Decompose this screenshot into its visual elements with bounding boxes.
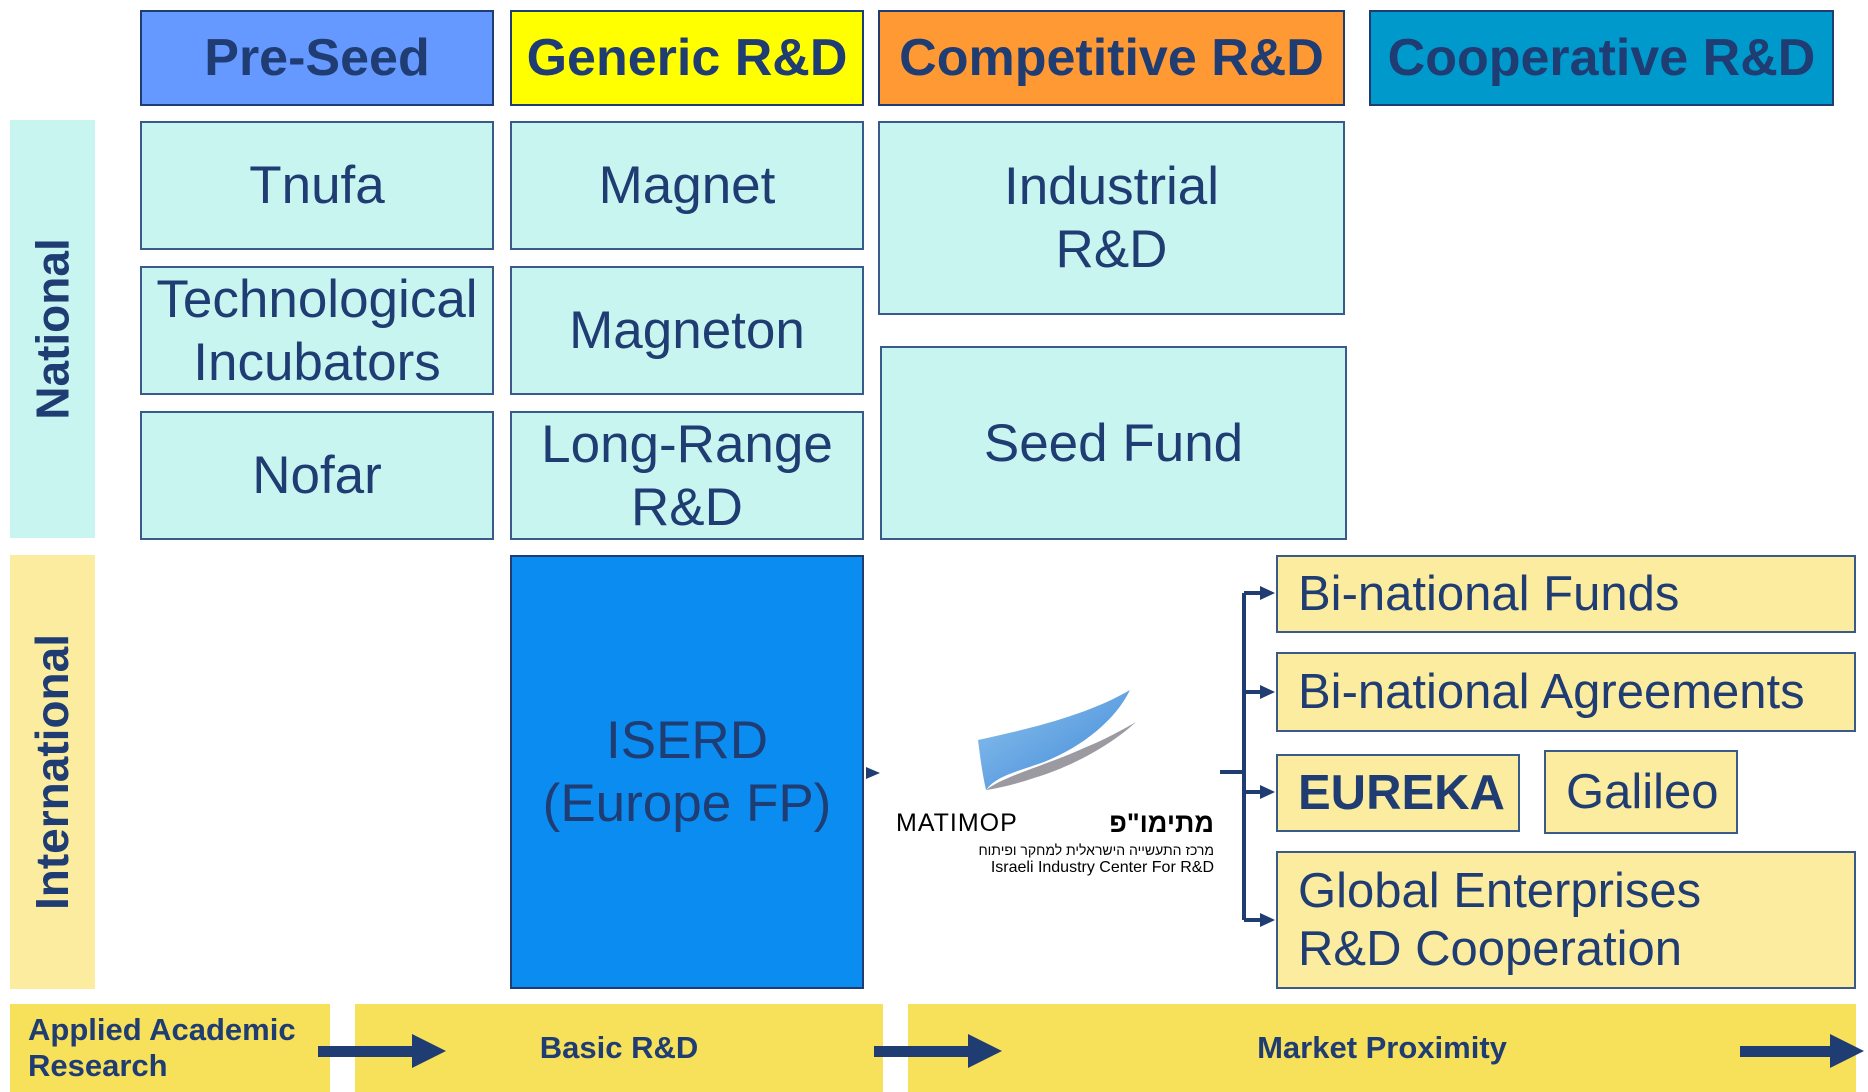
- program-nofar: Nofar: [140, 411, 494, 540]
- program-industrial-rd: Industrial R&D: [878, 121, 1345, 315]
- matimop-english-subtitle: Israeli Industry Center For R&D: [990, 859, 1214, 876]
- matimop-hebrew-text: מתימו"פ: [1109, 808, 1214, 838]
- program-binational-agreements: Bi-national Agreements: [1276, 652, 1856, 732]
- header-competitive-rd: Competitive R&D: [878, 10, 1345, 106]
- header-competitive-label: Competitive R&D: [899, 29, 1324, 87]
- header-generic-label: Generic R&D: [526, 29, 848, 87]
- national-label: National: [26, 238, 79, 420]
- matimop-logo: MATIMOP מתימו"פ מרכז התעשייה הישראלית למ…: [884, 684, 1218, 880]
- program-incubators-label: Technological Incubators: [156, 269, 478, 392]
- band-applied-research: Applied Academic Research: [10, 1004, 330, 1092]
- program-iserd: ISERD (Europe FP): [510, 555, 864, 989]
- program-magnet: Magnet: [510, 121, 864, 250]
- header-pre-seed-label: Pre-Seed: [204, 29, 430, 87]
- program-eureka: EUREKA: [1276, 754, 1520, 832]
- program-magneton: Magneton: [510, 266, 864, 395]
- program-iserd-label: ISERD (Europe FP): [542, 711, 832, 833]
- program-nofar-label: Nofar: [252, 446, 382, 505]
- band-market-proximity: Market Proximity: [908, 1004, 1856, 1092]
- applied-research-label: Applied Academic Research: [28, 1012, 296, 1083]
- national-band: National: [10, 120, 95, 538]
- international-band: International: [10, 555, 95, 989]
- program-technological-incubators: Technological Incubators: [140, 266, 494, 395]
- basic-rd-label: Basic R&D: [539, 1030, 699, 1065]
- matimop-hebrew-subtitle: מרכז התעשייה הישראלית למחקר ופיתוח: [978, 842, 1214, 858]
- program-magnet-label: Magnet: [598, 156, 776, 215]
- program-tnufa-label: Tnufa: [249, 156, 385, 215]
- program-binational-funds: Bi-national Funds: [1276, 555, 1856, 633]
- arrowhead-global: [1260, 913, 1275, 927]
- binational-funds-label: Bi-national Funds: [1298, 567, 1680, 621]
- galileo-label: Galileo: [1566, 765, 1719, 819]
- band-basic-rd: Basic R&D: [355, 1004, 883, 1092]
- arrowhead-binational-funds: [1260, 586, 1275, 600]
- program-tnufa: Tnufa: [140, 121, 494, 250]
- program-industrial-label: Industrial R&D: [1003, 157, 1220, 279]
- program-galileo: Galileo: [1544, 750, 1738, 834]
- arrowhead-binational-agreements: [1260, 685, 1275, 699]
- eureka-label: EUREKA: [1298, 766, 1505, 820]
- arrowhead-eureka: [1260, 785, 1275, 799]
- program-magneton-label: Magneton: [569, 301, 805, 360]
- binational-agreements-label: Bi-national Agreements: [1298, 665, 1805, 719]
- market-proximity-label: Market Proximity: [1257, 1030, 1507, 1065]
- program-long-range-rd: Long-Range R&D: [510, 411, 864, 540]
- program-long-range-label: Long-Range R&D: [541, 414, 833, 537]
- arrow-to-iserd: [866, 767, 880, 779]
- program-seed-fund-label: Seed Fund: [983, 413, 1244, 473]
- header-generic-rd: Generic R&D: [510, 10, 864, 106]
- header-cooperative-rd: Cooperative R&D: [1369, 10, 1834, 106]
- matimop-wing-icon: [978, 690, 1136, 790]
- program-seed-fund: Seed Fund: [880, 346, 1347, 540]
- global-enterprises-label: Global Enterprises R&D Cooperation: [1298, 864, 1702, 976]
- header-pre-seed: Pre-Seed: [140, 10, 494, 106]
- program-global-enterprises: Global Enterprises R&D Cooperation: [1276, 851, 1856, 989]
- international-label: International: [26, 633, 79, 911]
- matimop-latin-text: MATIMOP: [896, 809, 1018, 837]
- header-cooperative-label: Cooperative R&D: [1387, 29, 1816, 87]
